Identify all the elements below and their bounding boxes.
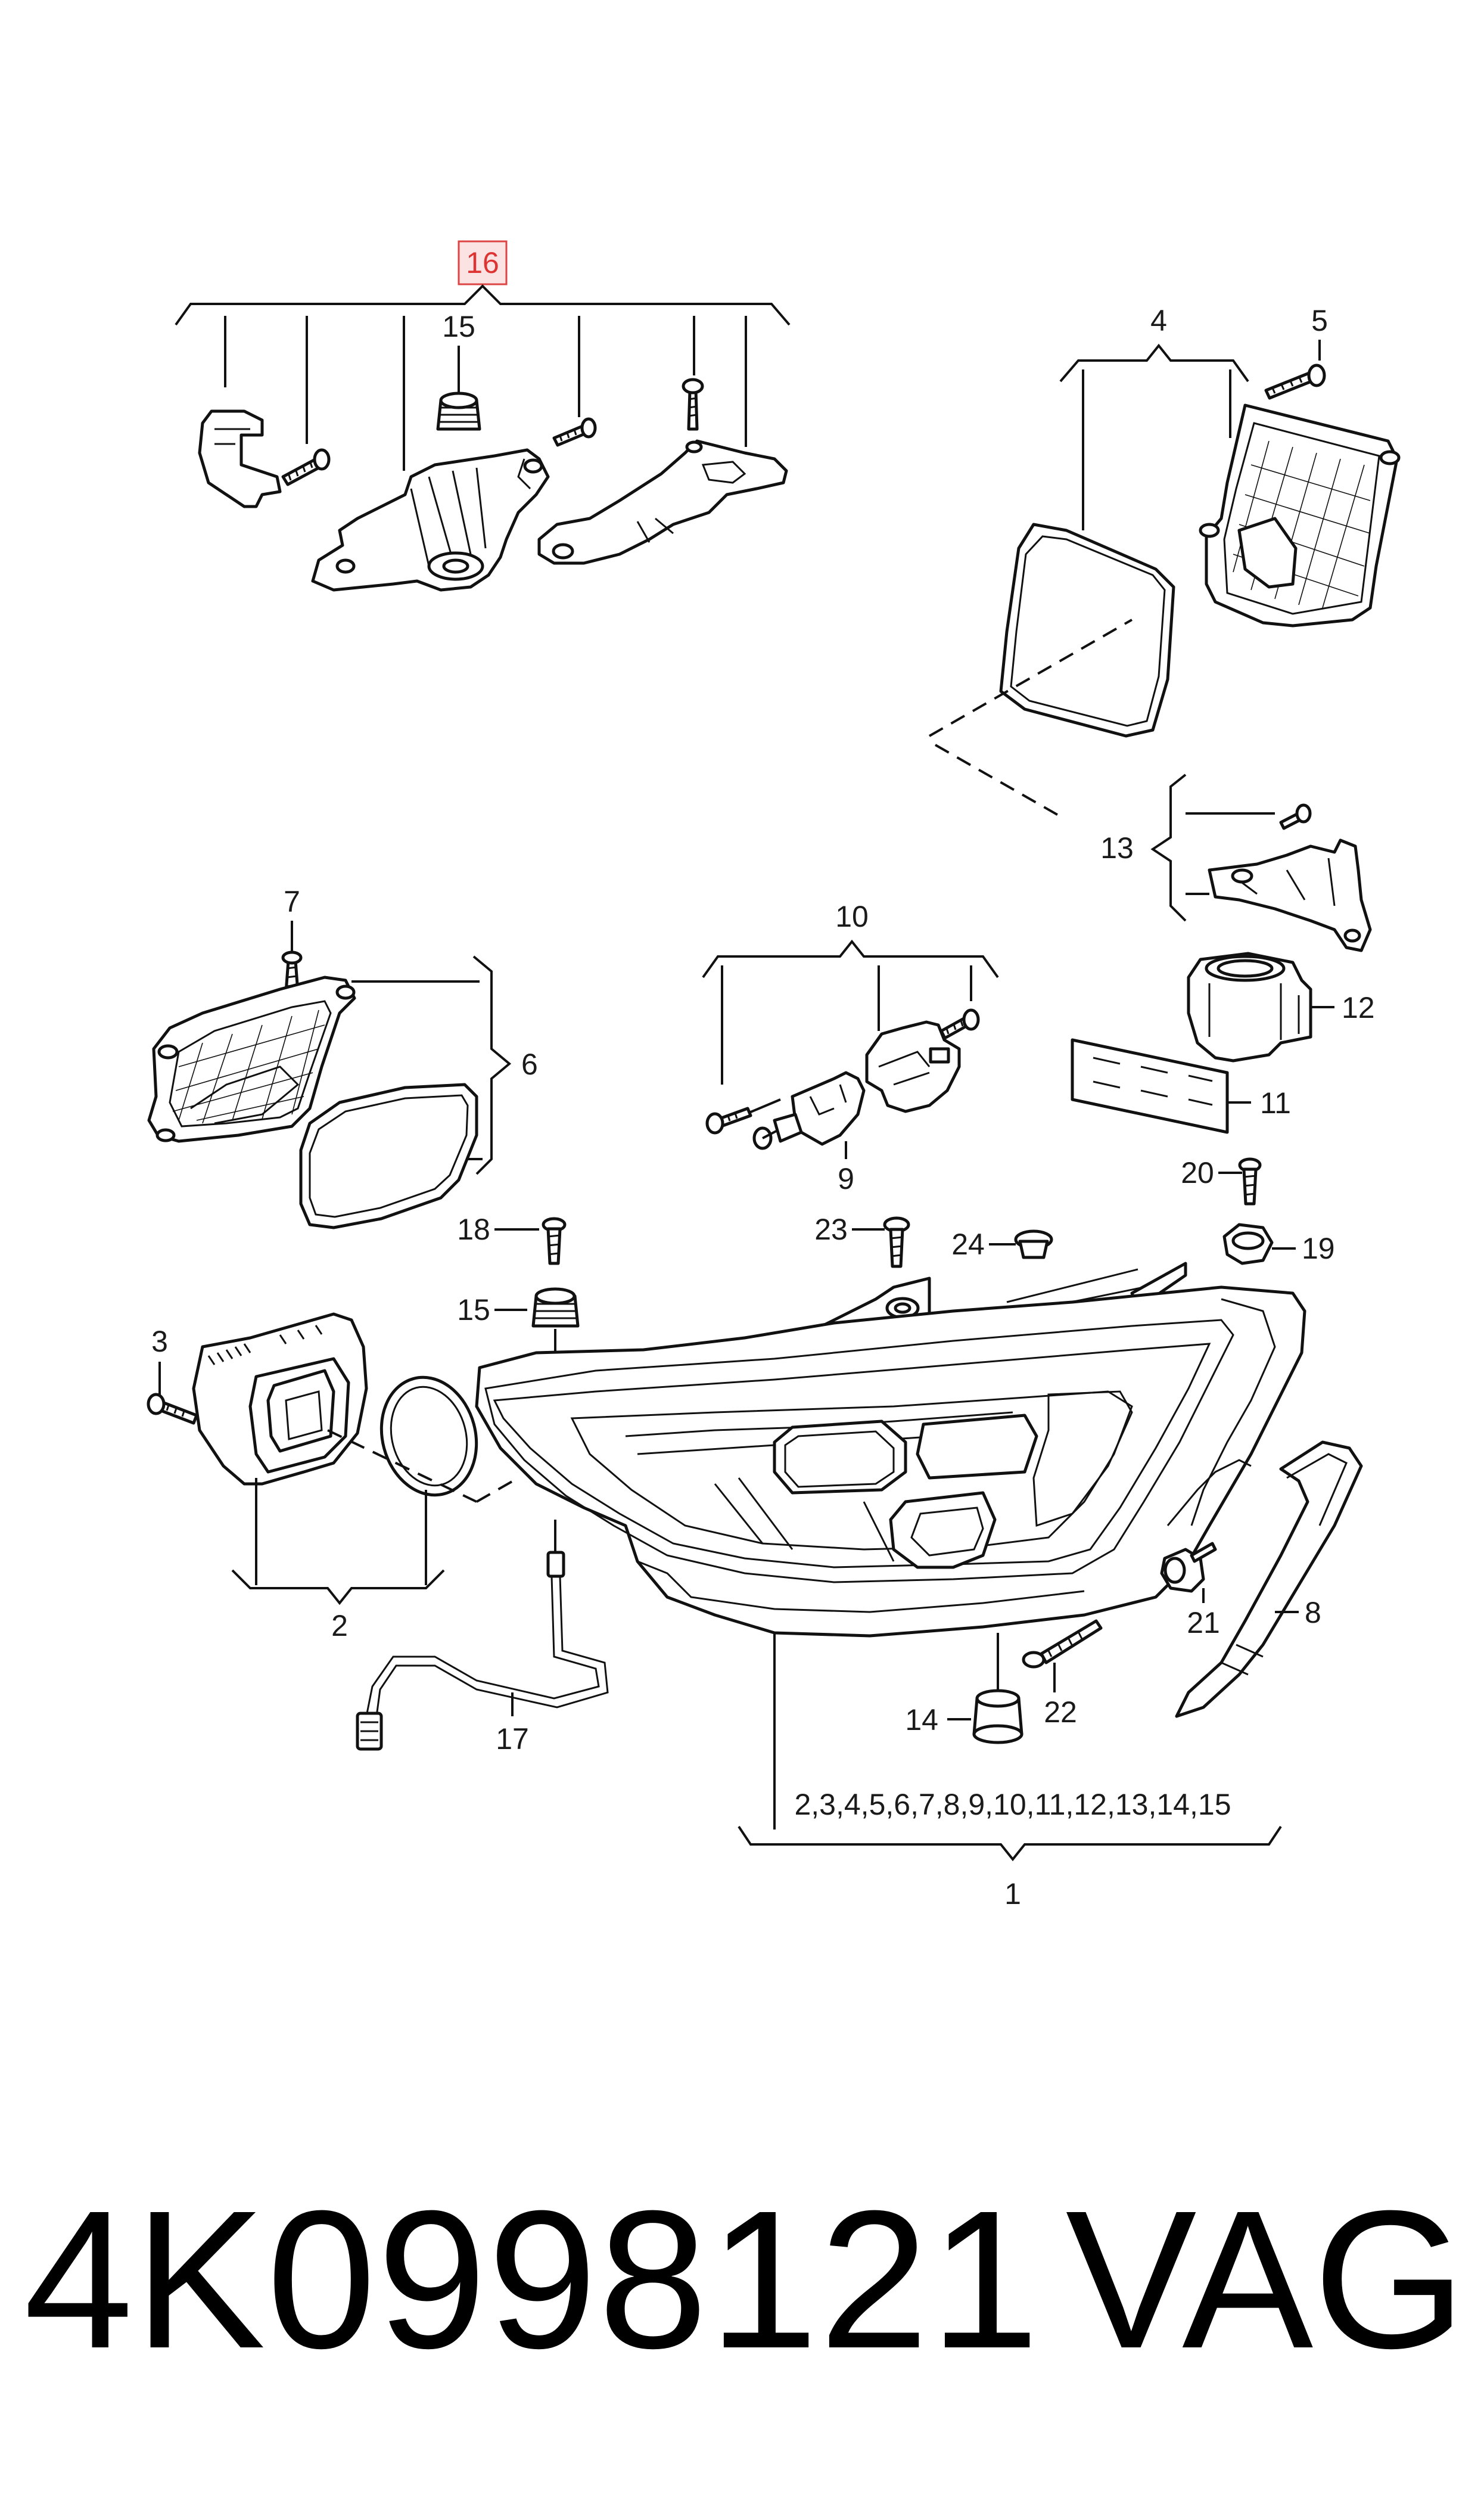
gasket-ring — [299, 1083, 478, 1229]
callout-10: 10 — [835, 900, 869, 933]
wiring-harness-17: 17 — [356, 1551, 609, 1756]
grommet-19: 19 — [1222, 1223, 1335, 1265]
threaded-nut-icon — [436, 392, 481, 431]
screw-icon — [1264, 364, 1326, 400]
callout-9: 9 — [838, 1162, 854, 1195]
callout-14: 14 — [905, 1703, 938, 1737]
callout-18: 18 — [457, 1213, 490, 1246]
fastener-22: 22 — [1022, 1619, 1103, 1729]
cover-group-4: 4 5 — [929, 304, 1401, 818]
nut-15: 15 — [457, 1287, 580, 1371]
motor-group-10: 10 9 — [702, 900, 999, 1195]
main-bracket — [311, 448, 550, 592]
trim-strip — [1175, 1440, 1363, 1718]
footer: 4K0998121 VAG — [0, 2181, 1484, 2431]
screw-icon — [1279, 803, 1312, 830]
callout-16-highlight — [458, 240, 508, 285]
module-group-2: 3 2 — [147, 1312, 519, 1642]
assembly-included-list: 2,3,4,5,6,7,8,9,10,11,12,13,14,15 — [794, 1788, 1231, 1821]
bracket-16-bracket-line — [175, 284, 791, 326]
fastener-21: 21 — [1160, 1542, 1220, 1639]
callout-8: 8 — [1305, 1596, 1321, 1629]
screw-icon — [552, 417, 597, 447]
part-number: 4K0998121 — [24, 2169, 1041, 2389]
headlight-assembly — [475, 1262, 1306, 1830]
reinforcement-plate — [1071, 1038, 1229, 1134]
seal-ring — [379, 1375, 478, 1497]
fastener-18: 18 — [457, 1213, 567, 1265]
screw-icon — [281, 448, 331, 486]
cover-group-6: 7 6 — [147, 885, 538, 1229]
callout-11: 11 — [1260, 1086, 1291, 1120]
trim-strip-8: 8 — [1175, 1440, 1363, 1718]
callout-19: 19 — [1302, 1232, 1335, 1265]
callout-3: 3 — [151, 1325, 168, 1358]
callout-15-mid: 15 — [457, 1293, 490, 1327]
callout-16: 16 — [466, 246, 499, 279]
screw-icon — [682, 378, 704, 431]
plate-11: 11 — [1071, 1038, 1291, 1134]
callout-4: 4 — [1150, 304, 1167, 337]
motor-bracket — [865, 1020, 961, 1113]
callout-5: 5 — [1311, 304, 1328, 337]
adjuster-12: 12 — [1187, 952, 1375, 1063]
exploded-parts-diagram: 16 15 — [147, 240, 1401, 1911]
bracket-group-16: 16 15 — [175, 240, 791, 592]
callout-21: 21 — [1187, 1606, 1220, 1639]
callout-12: 12 — [1342, 991, 1375, 1024]
callout-23: 23 — [814, 1213, 848, 1246]
nut-14: 14 — [905, 1633, 1023, 1744]
brand-label: VAG — [1065, 2169, 1466, 2389]
callout-17: 17 — [496, 1722, 529, 1756]
bracket-group-13: 13 — [1100, 774, 1372, 952]
fastener-20: 20 — [1181, 1156, 1262, 1206]
level-actuator — [791, 1071, 866, 1146]
gasket-ring — [999, 523, 1175, 738]
assembly-1-bracket: 2,3,4,5,6,7,8,9,10,11,12,13,14,15 1 — [738, 1788, 1282, 1911]
callout-1: 1 — [1004, 1877, 1021, 1911]
fastener-23: 23 — [814, 1213, 910, 1268]
screw-icon — [939, 1008, 980, 1040]
callout-15-top: 15 — [442, 310, 475, 343]
headlight-rear-cover — [1205, 403, 1399, 628]
callout-6: 6 — [521, 1048, 538, 1081]
callout-22: 22 — [1044, 1695, 1077, 1729]
callout-20: 20 — [1181, 1156, 1214, 1189]
callout-13: 13 — [1100, 831, 1134, 865]
plug-24: 24 — [951, 1228, 1053, 1261]
right-bracket-plate — [537, 439, 788, 565]
callout-2: 2 — [331, 1609, 348, 1642]
callout-7: 7 — [284, 885, 300, 918]
retaining-clip — [198, 409, 282, 508]
screw-icon — [147, 1393, 198, 1425]
screw-icon — [705, 1107, 752, 1135]
callout-24: 24 — [951, 1228, 985, 1261]
